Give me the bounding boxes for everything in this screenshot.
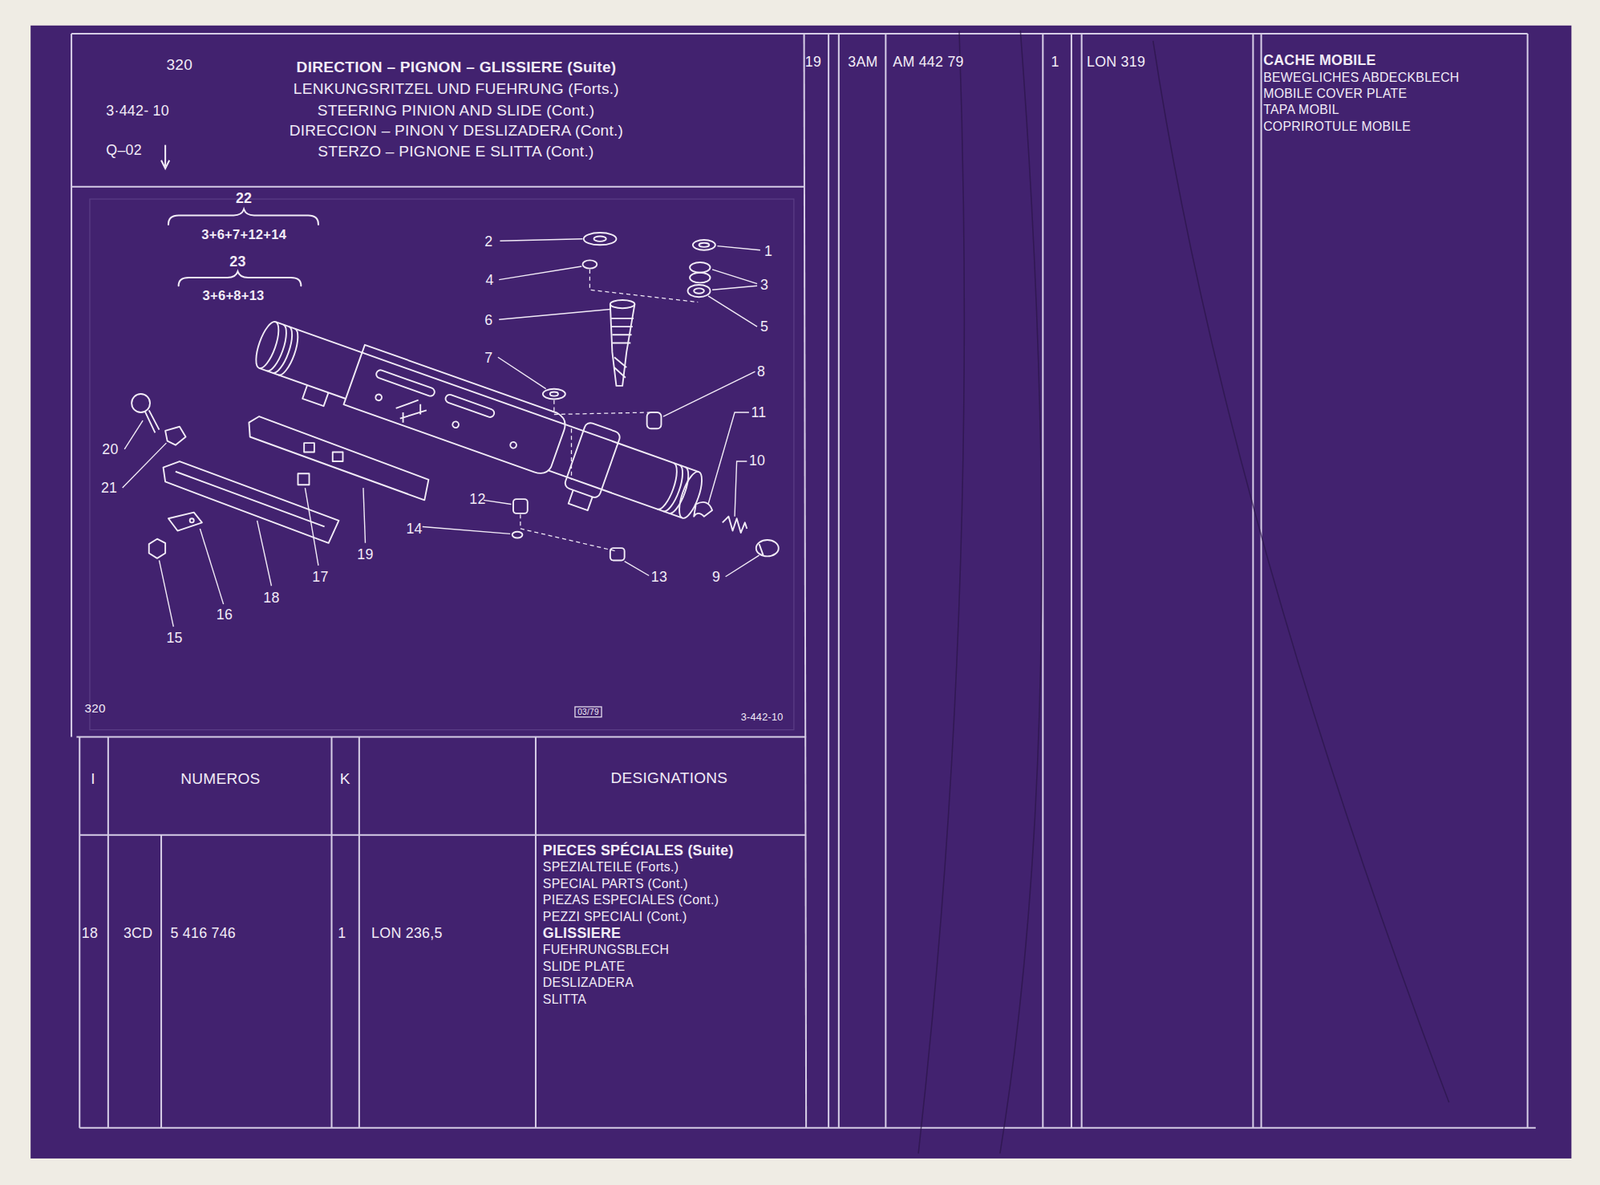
table-cell: SLIDE PLATE bbox=[542, 959, 625, 974]
callout-number: 1 bbox=[764, 243, 773, 260]
table-cell: SPECIAL PARTS (Cont.) bbox=[542, 876, 689, 892]
table-cell: 19 bbox=[805, 52, 822, 69]
callout-number: 16 bbox=[216, 606, 233, 623]
callout-number: 10 bbox=[749, 452, 766, 469]
group-formula: 3+6+8+13 bbox=[202, 288, 265, 304]
steering-rack-illustration bbox=[131, 232, 779, 560]
plate-reference: 03/79 bbox=[574, 705, 602, 717]
table-cell: 1 bbox=[337, 924, 346, 941]
table-grid bbox=[71, 33, 1536, 1128]
table-cell: COPRIROTULE MOBILE bbox=[1263, 119, 1411, 134]
table-cell: 1 bbox=[1050, 52, 1059, 69]
callout-number: 15 bbox=[166, 629, 183, 646]
table-cell: 5 416 746 bbox=[170, 924, 236, 941]
callout-number: 17 bbox=[311, 568, 329, 585]
table-cell: SPEZIALTEILE (Forts.) bbox=[542, 859, 679, 875]
table-cell: PIECES SPÉCIALES (Suite) bbox=[542, 842, 734, 859]
callout-number: 7 bbox=[484, 348, 493, 365]
group-braces bbox=[168, 209, 319, 286]
callout-number: 3 bbox=[760, 276, 769, 293]
callout-number: 13 bbox=[651, 568, 668, 585]
table-cell: 3AM bbox=[847, 52, 878, 69]
callout-number: 14 bbox=[405, 520, 422, 537]
table-cell: 18 bbox=[81, 924, 98, 941]
title-translation: DIRECCION – PINON Y DESLIZADERA (Cont.) bbox=[289, 121, 624, 139]
callout-number: 12 bbox=[469, 490, 486, 507]
title-translation: LENKUNGSRITZEL UND FUEHRUNG (Forts.) bbox=[293, 79, 620, 98]
table-cell: SLITTA bbox=[542, 992, 587, 1007]
table-cell: TAPA MOBIL bbox=[1263, 102, 1340, 118]
film-scratches bbox=[918, 30, 1450, 1153]
callout-number: 20 bbox=[101, 441, 118, 458]
header-code: Q–02 bbox=[105, 141, 142, 158]
table-header: I bbox=[90, 769, 96, 787]
catalog-title: DIRECTION – PIGNON – GLISSIERE (Suite) bbox=[296, 58, 617, 77]
table-cell: MOBILE COVER PLATE bbox=[1263, 86, 1407, 102]
callout-number: 5 bbox=[760, 318, 769, 335]
table-header: DESIGNATIONS bbox=[610, 768, 728, 786]
table-cell: CACHE MOBILE bbox=[1263, 52, 1377, 69]
callout-number: 9 bbox=[712, 568, 721, 585]
callout-number: 8 bbox=[757, 363, 766, 380]
leader-lines bbox=[122, 238, 761, 627]
table-cell: AM 442 79 bbox=[892, 52, 964, 69]
header-code: 3·442- 10 bbox=[105, 101, 170, 118]
title-translation: STERZO – PIGNONE E SLITTA (Cont.) bbox=[317, 141, 594, 160]
assembly-dashes bbox=[520, 269, 698, 551]
film-ground bbox=[30, 25, 1572, 1159]
group-formula: 3+6+7+12+14 bbox=[201, 227, 287, 244]
table-header: NUMEROS bbox=[180, 769, 260, 787]
group-number: 23 bbox=[229, 253, 246, 270]
callout-number: 4 bbox=[486, 271, 495, 288]
plate-reference: 320 bbox=[85, 701, 106, 717]
table-cell: BEWEGLICHES ABDECKBLECH bbox=[1263, 70, 1459, 86]
table-cell: LON 236,5 bbox=[371, 924, 442, 941]
table-cell: PEZZI SPECIALI (Cont.) bbox=[542, 909, 688, 924]
callout-number: 6 bbox=[484, 311, 493, 328]
callout-number: 2 bbox=[484, 232, 493, 249]
table-cell: FUEHRUNGSBLECH bbox=[542, 942, 669, 957]
table-cell: DESLIZADERA bbox=[542, 975, 634, 990]
callout-number: 18 bbox=[263, 588, 280, 605]
callout-number: 11 bbox=[750, 404, 766, 421]
group-number: 22 bbox=[235, 190, 252, 207]
illustration-field bbox=[89, 198, 794, 730]
table-cell: 3CD bbox=[123, 924, 153, 941]
header-code: 320 bbox=[166, 55, 193, 73]
callout-number: 19 bbox=[356, 546, 373, 563]
table-cell: LON 319 bbox=[1086, 52, 1146, 69]
plate-reference: 3-442-10 bbox=[741, 711, 784, 724]
table-cell: GLISSIERE bbox=[542, 924, 621, 941]
table-header: K bbox=[340, 769, 351, 787]
title-translation: STEERING PINION AND SLIDE (Cont.) bbox=[317, 101, 596, 119]
table-cell: PIEZAS ESPECIALES (Cont.) bbox=[542, 892, 719, 908]
arrow-down bbox=[161, 145, 170, 169]
callout-number: 21 bbox=[101, 479, 118, 496]
